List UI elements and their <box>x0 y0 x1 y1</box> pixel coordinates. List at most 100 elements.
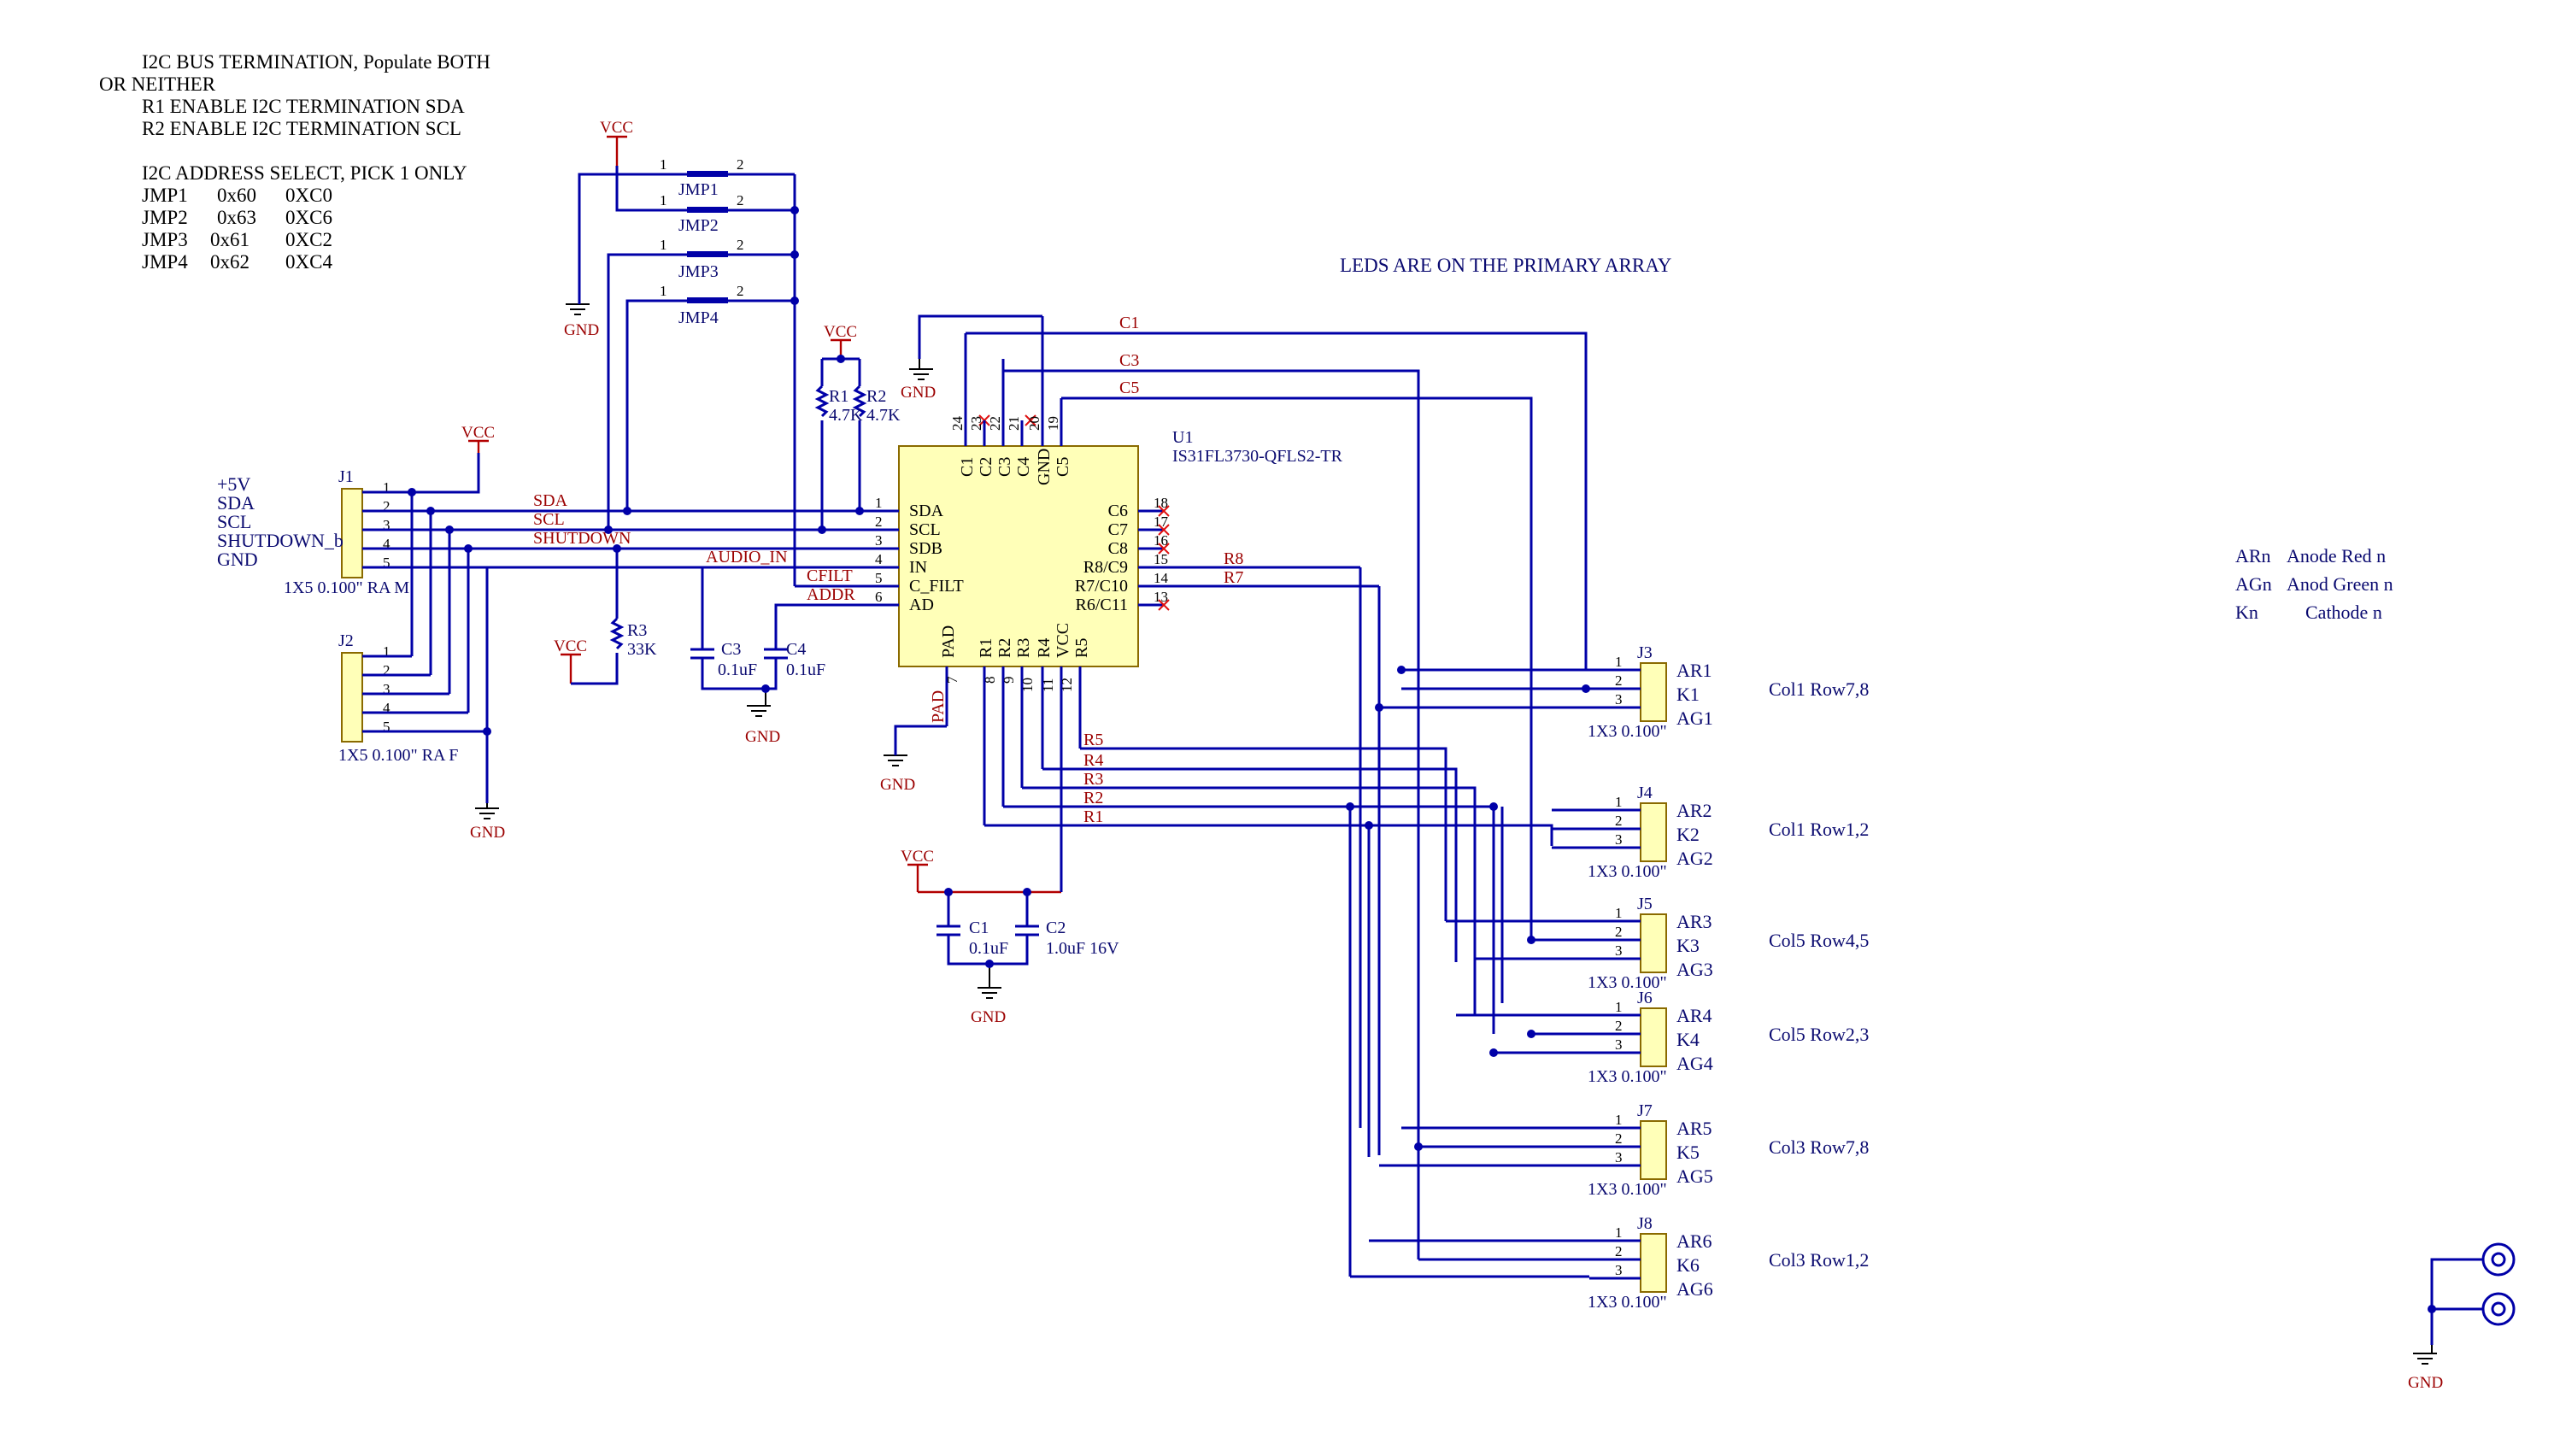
note-line: R2 ENABLE I2C TERMINATION SCL <box>142 118 461 139</box>
junction-dot <box>1582 684 1590 693</box>
pin-number: 1 <box>660 237 667 253</box>
connector-j1: J1 1X5 0.100" RA M +5V SDA SCL SHUTDOWN_… <box>217 467 409 597</box>
jmp2-designator: JMP2 <box>678 216 719 235</box>
pin-number: 2 <box>1615 1130 1623 1147</box>
pin-number: 16 <box>1154 532 1168 549</box>
pin-number: 5 <box>383 555 390 571</box>
r1-designator: R1 <box>829 387 848 406</box>
pin-name: VCC <box>1054 623 1072 658</box>
junction-dot <box>1346 802 1354 811</box>
connector-value: 1X3 0.100" <box>1588 1180 1667 1199</box>
vcc-symbol: VCC <box>901 848 934 892</box>
gnd-symbol: GND <box>2408 1353 2443 1392</box>
pin-number: 1 <box>1615 1224 1623 1241</box>
pin-name: R2 <box>995 638 1014 658</box>
legend-key: Kn <box>2235 602 2258 623</box>
connector-body <box>1640 913 1667 973</box>
connector-pin-name: K1 <box>1676 684 1700 705</box>
connector-body <box>1640 1007 1667 1067</box>
pin-name: R6/C11 <box>1076 596 1129 614</box>
connector-description: Col3 Row1,2 <box>1769 1249 1869 1271</box>
resistor-r2: R2 4.7K <box>866 387 901 425</box>
r1-value: 4.7K <box>829 406 863 425</box>
pin-number: 3 <box>1615 691 1623 707</box>
connector-description: Col1 Row7,8 <box>1769 678 1869 700</box>
pin-number: 5 <box>383 719 390 735</box>
pin-name: C_FILT <box>909 577 964 596</box>
pin-number: 1 <box>875 495 883 511</box>
r3-value: 33K <box>627 640 657 659</box>
connector-designator: J6 <box>1637 989 1653 1007</box>
vcc-symbol: VCC <box>600 119 633 166</box>
pin-number: 17 <box>1154 514 1169 530</box>
connector-pin-name: K4 <box>1676 1029 1700 1050</box>
pin-number: 2 <box>737 283 744 299</box>
pin-name: C5 <box>1054 457 1072 477</box>
pin-number: 3 <box>383 681 390 697</box>
pin-name: SDB <box>909 539 942 558</box>
c4-designator: C4 <box>786 640 806 659</box>
jumper-name: JMP2 <box>142 207 188 228</box>
gnd-symbol: GND <box>470 803 505 842</box>
pin-name: R4 <box>1035 638 1054 658</box>
vcc-label: VCC <box>824 323 857 341</box>
j1-signal: GND <box>217 549 258 570</box>
connector-pin-name: AG2 <box>1676 848 1713 869</box>
net-label-r2: R2 <box>1083 789 1103 807</box>
address-8bit: 0XC4 <box>285 251 332 273</box>
net-label-r4: R4 <box>1083 751 1103 770</box>
net-label-r3: R3 <box>1083 770 1103 789</box>
net-label-r7: R7 <box>1224 568 1243 587</box>
net-label-addr: ADDR <box>807 585 855 604</box>
u1-designator: U1 <box>1172 428 1193 447</box>
capacitors-c3-c4: AUDIO_IN CFILT ADDR C3 0.1uF C4 0.1uF <box>690 548 889 706</box>
i2c-termination-notes: I2C BUS TERMINATION, Populate BOTH OR NE… <box>99 51 490 140</box>
gnd-label: GND <box>745 728 780 746</box>
pin-number: 3 <box>1615 942 1623 959</box>
connector-feed-wires <box>1346 666 1590 1278</box>
pin-name: R1 <box>977 638 995 658</box>
connector-pin-name: AG4 <box>1676 1053 1713 1074</box>
pin-number: 12 <box>1059 678 1075 692</box>
junction-dot <box>1527 1030 1535 1038</box>
gnd-label: GND <box>901 384 936 402</box>
address-7bit: 0x62 <box>210 251 250 273</box>
pin-number: 2 <box>1615 1018 1623 1034</box>
pin-number: 18 <box>1154 495 1168 511</box>
connector-designator: J3 <box>1637 643 1653 662</box>
connector-value: 1X3 0.100" <box>1588 722 1667 741</box>
pin-name: C2 <box>977 457 995 477</box>
address-8bit: 0XC2 <box>285 229 332 250</box>
vcc-symbol: VCC <box>824 323 857 359</box>
gnd-symbol: GND <box>901 368 936 402</box>
r2-value: 4.7K <box>866 406 901 425</box>
pin-number: 2 <box>383 498 390 514</box>
address-select-title: I2C ADDRESS SELECT, PICK 1 ONLY <box>142 162 467 184</box>
connector-body <box>1640 1233 1667 1293</box>
c1-designator: C1 <box>969 919 989 937</box>
junction-dot <box>1365 821 1373 830</box>
gnd-label: GND <box>470 824 505 842</box>
connector-description: Col5 Row4,5 <box>1769 930 1869 951</box>
pin-number: 1 <box>660 156 667 173</box>
gnd-symbol: GND <box>880 754 915 794</box>
connector-value: 1X3 0.100" <box>1588 1293 1667 1312</box>
connector-body <box>1640 802 1667 862</box>
c2-value: 1.0uF 16V <box>1046 939 1119 958</box>
pin-number: 4 <box>383 536 390 552</box>
pin-number: 1 <box>660 283 667 299</box>
net-label-c5: C5 <box>1119 379 1139 397</box>
c2-designator: C2 <box>1046 919 1066 937</box>
c3-value: 0.1uF <box>718 660 757 679</box>
gnd-label: GND <box>971 1008 1006 1026</box>
pin-number: 21 <box>1006 416 1022 431</box>
connector-designator: J5 <box>1637 895 1653 913</box>
connector-pin-name: K2 <box>1676 824 1700 845</box>
j1-signal: SCL <box>217 511 251 532</box>
